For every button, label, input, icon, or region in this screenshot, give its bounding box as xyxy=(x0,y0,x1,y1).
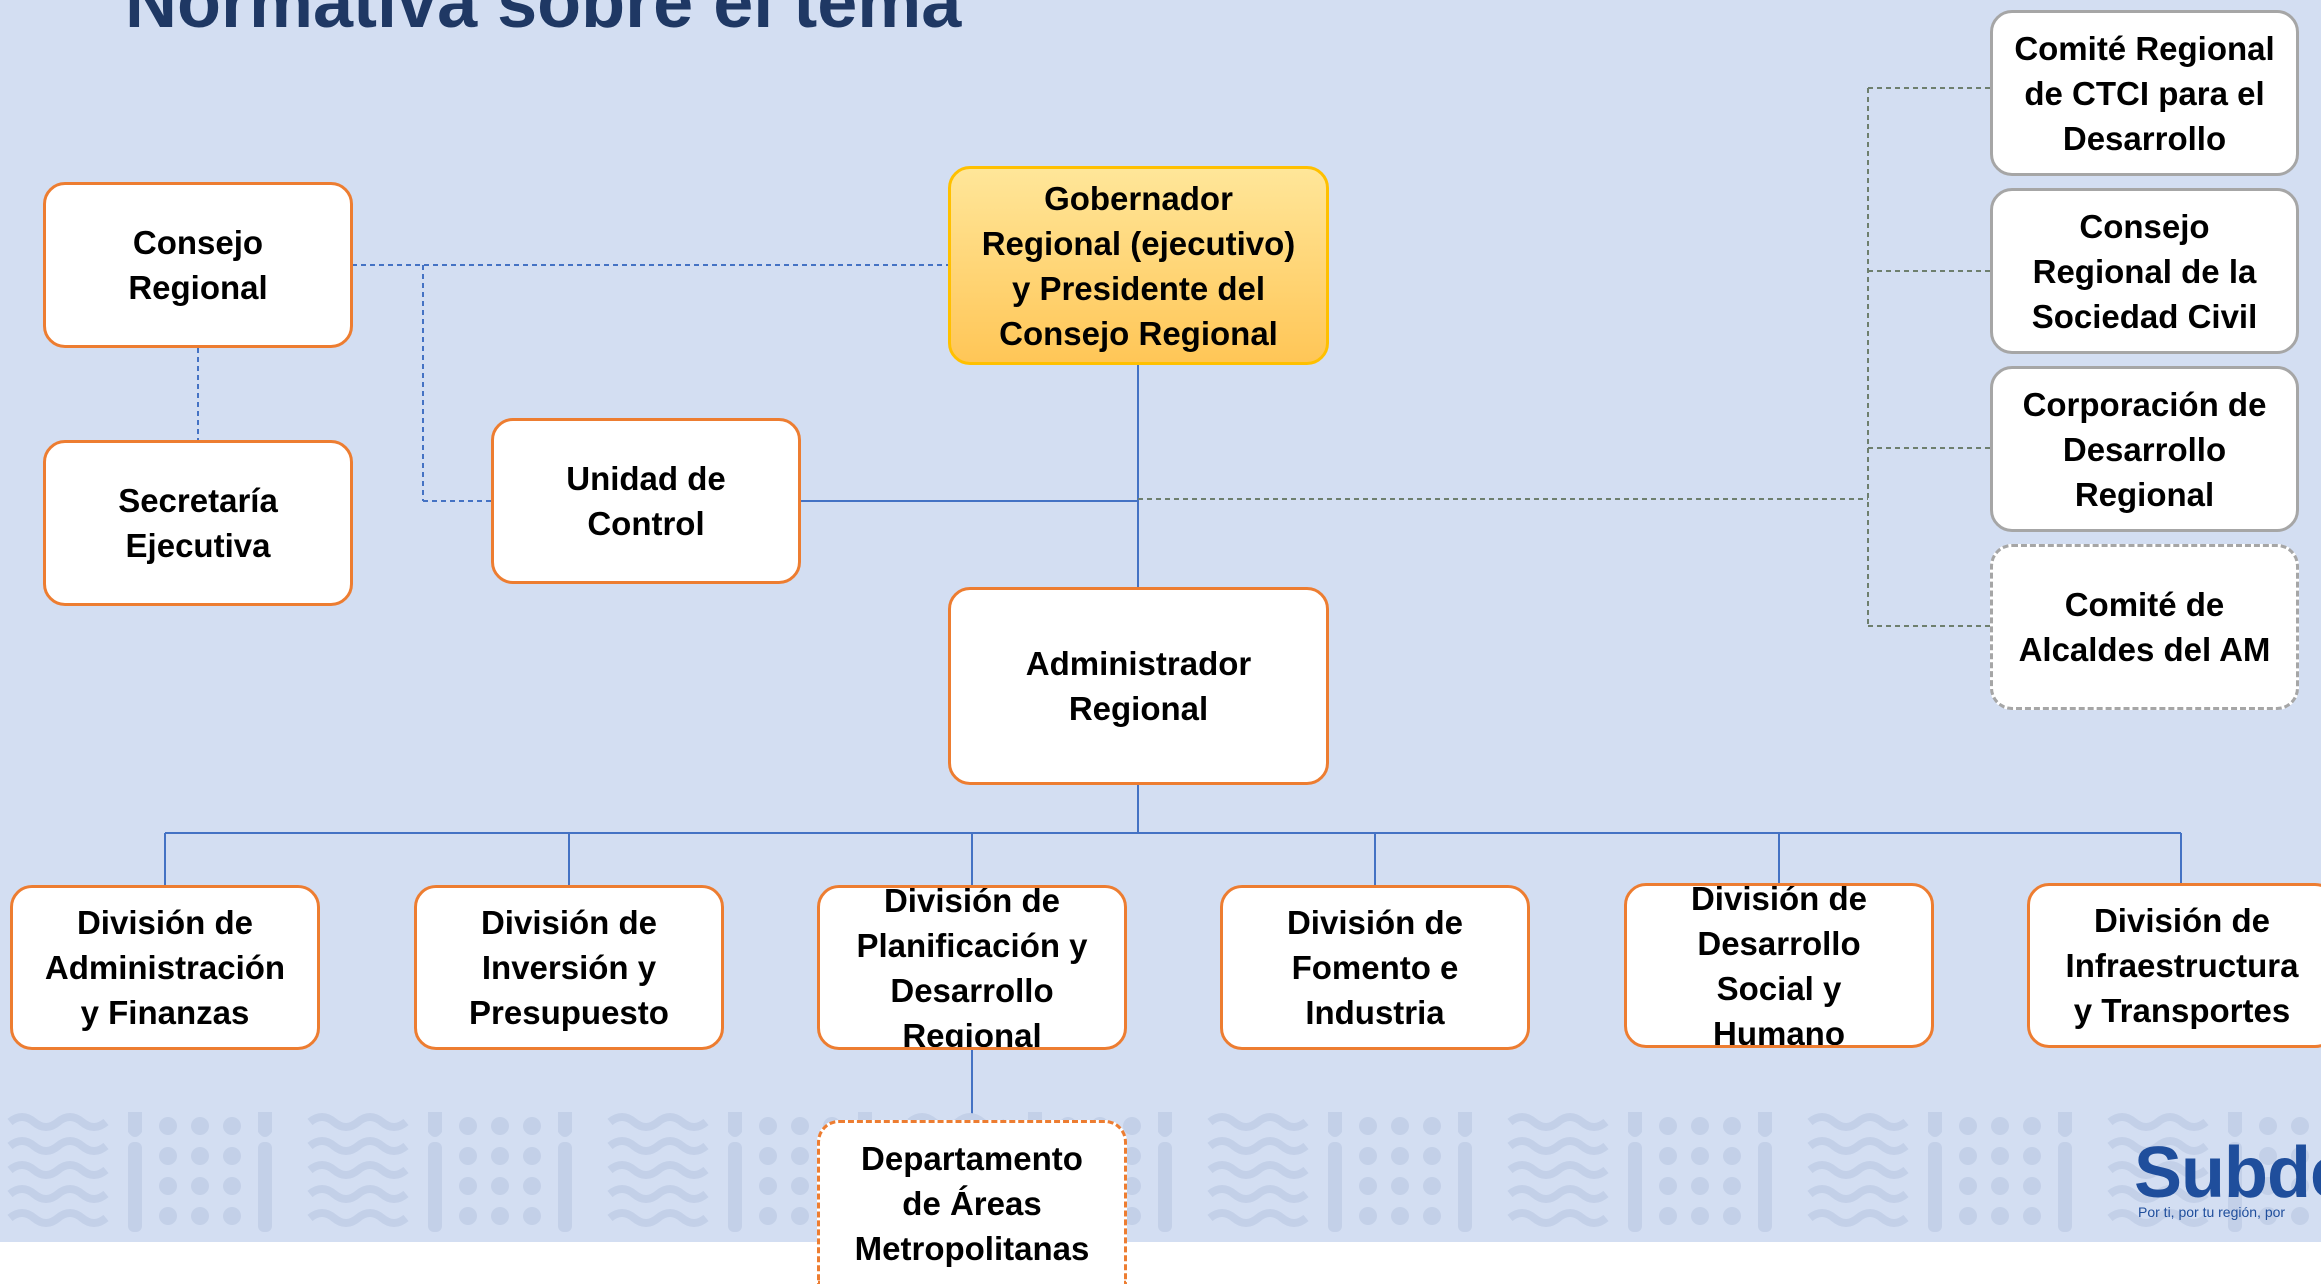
division-desarrollo-social-box: División de Desarrollo Social y Humano xyxy=(1624,883,1934,1048)
division-fomento-box: División de Fomento e Industria xyxy=(1220,885,1530,1050)
departamento-areas-metropolitanas-box: Departamento de Áreas Metropolitanas xyxy=(817,1120,1127,1284)
consejo-sociedad-civil-box: Consejo Regional de la Sociedad Civil xyxy=(1990,188,2299,354)
administrador-regional-box: Administrador Regional xyxy=(948,587,1329,785)
division-planificacion-box: División de Planificación y Desarrollo R… xyxy=(817,885,1127,1050)
secretaria-ejecutiva-box: Secretaría Ejecutiva xyxy=(43,440,353,606)
decorative-wave-pattern xyxy=(0,1108,2321,1242)
slide-title: Normativa sobre el tema xyxy=(125,0,962,43)
org-chart-connectors xyxy=(164,87,2182,1120)
comite-alcaldes-box: Comité de Alcaldes del AM xyxy=(1990,544,2299,710)
consejo-regional-box: Consejo Regional xyxy=(43,182,353,348)
comite-ctci-box: Comité Regional de CTCI para el Desarrol… xyxy=(1990,10,2299,176)
logo-slogan: Por ti, por tu región, por xyxy=(2138,1204,2286,1220)
corporacion-desarrollo-box: Corporación de Desarrollo Regional xyxy=(1990,366,2299,532)
subde-logo: Subde xyxy=(2134,1133,2321,1213)
division-administracion-box: División de Administración y Finanzas xyxy=(10,885,320,1050)
slide: Normativa sobre el tema Consejo Regional… xyxy=(0,0,2321,1242)
division-infraestructura-box: División de Infraestructura y Transporte… xyxy=(2027,883,2321,1048)
division-inversion-box: División de Inversión y Presupuesto xyxy=(414,885,724,1050)
unidad-de-control-box: Unidad de Control xyxy=(491,418,801,584)
gobernador-regional-box: Gobernador Regional (ejecutivo) y Presid… xyxy=(948,166,1329,365)
bottom-strip xyxy=(0,1242,2321,1284)
